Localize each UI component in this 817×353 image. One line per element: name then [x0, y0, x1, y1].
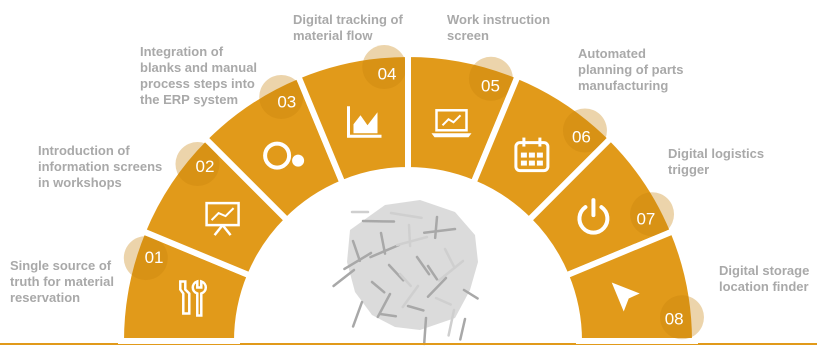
step-label-08: Digital storage location finder — [719, 263, 810, 294]
step-label-02: Introduction of information screens in w… — [38, 143, 163, 190]
step-number-03: 03 — [277, 93, 296, 112]
step-number-04: 04 — [378, 64, 397, 83]
circles-icon — [263, 141, 305, 170]
tools-pile-image — [332, 200, 479, 346]
cursor-arrow-icon — [611, 282, 640, 312]
arc-segment-07: 07 — [524, 133, 678, 280]
step-label-04: Digital tracking of material flow — [293, 12, 403, 43]
wrench-screwdriver-icon — [179, 279, 208, 317]
area-chart-icon — [346, 106, 382, 138]
step-label-03: Integration of blanks and manual process… — [140, 44, 258, 107]
step-number-01: 01 — [145, 248, 164, 267]
step-label-01: Single source of truth for material rese… — [10, 258, 115, 305]
laptop-chart-icon — [431, 109, 472, 138]
power-icon — [577, 198, 610, 235]
arc-segment-08: 08 — [562, 227, 704, 344]
step-number-02: 02 — [196, 157, 215, 176]
step-number-07: 07 — [636, 209, 655, 228]
step-label-07: Digital logistics trigger — [668, 146, 765, 177]
step-number-05: 05 — [481, 77, 500, 96]
calendar-icon — [514, 137, 550, 173]
step-number-08: 08 — [665, 310, 684, 329]
presentation-board-icon — [205, 201, 240, 236]
step-label-05: Work instruction screen — [447, 12, 551, 43]
step-number-06: 06 — [572, 127, 591, 146]
step-label-06: Automated planning of parts manufacturin… — [578, 46, 684, 93]
